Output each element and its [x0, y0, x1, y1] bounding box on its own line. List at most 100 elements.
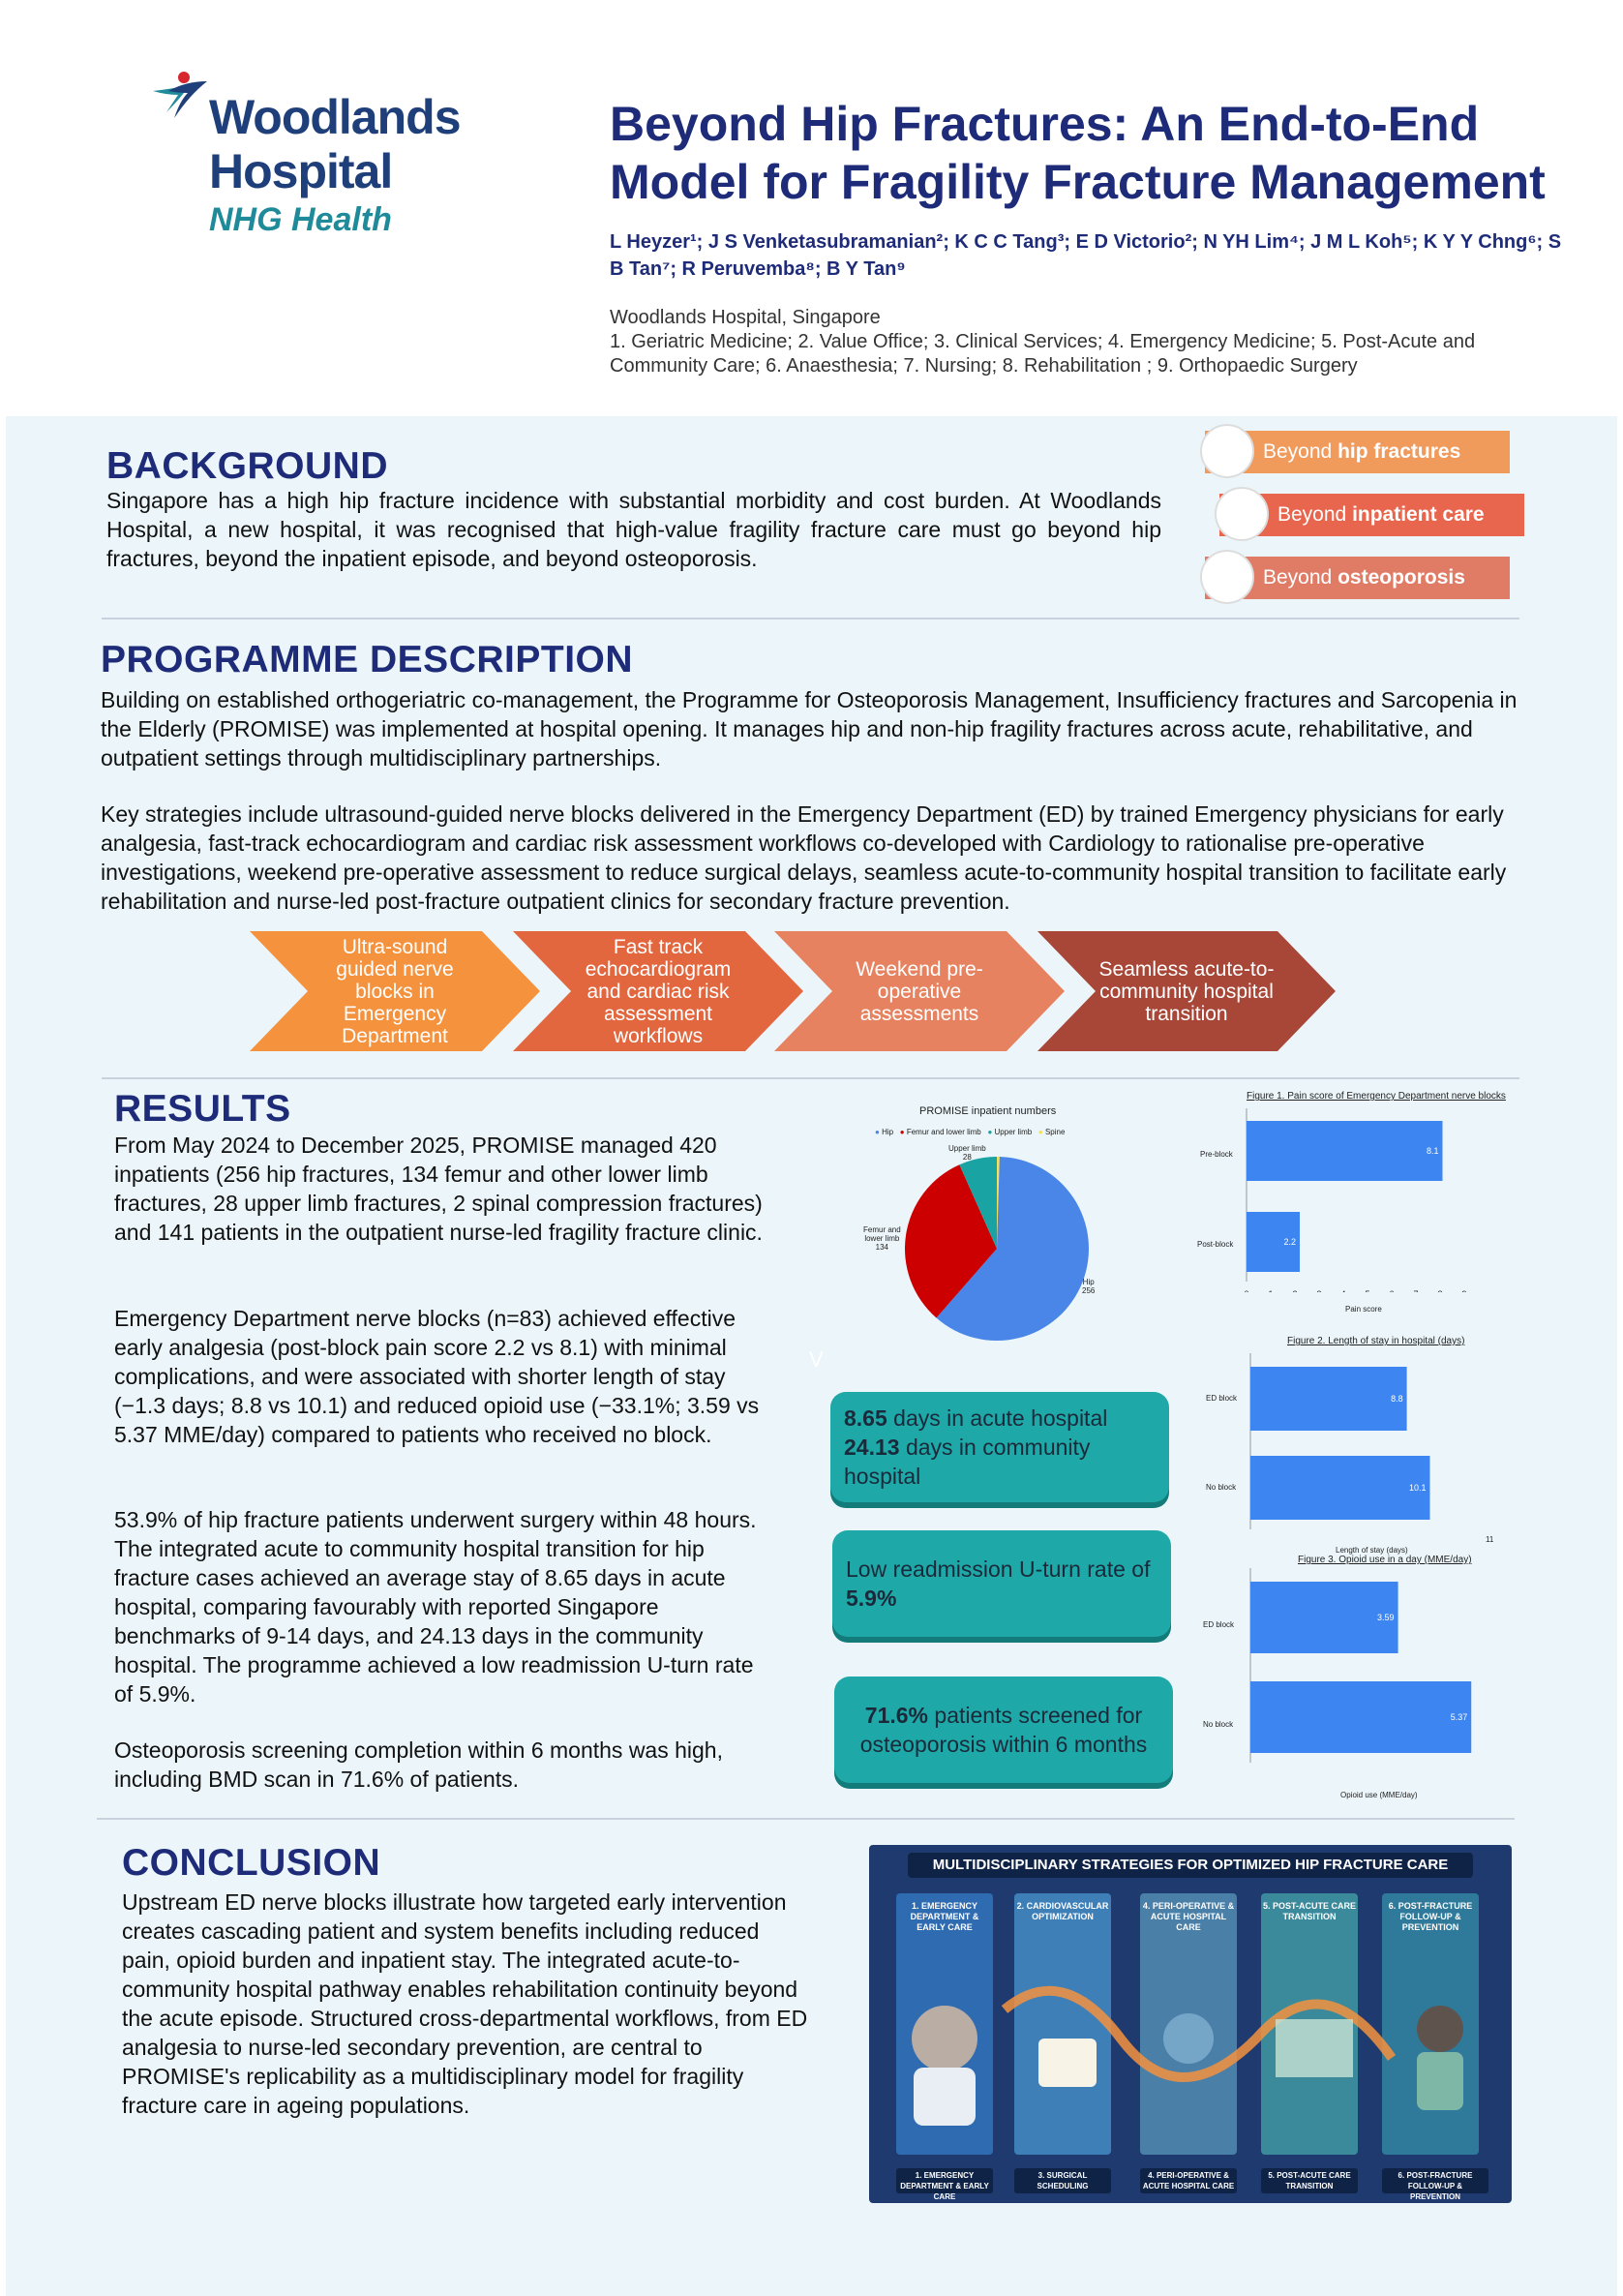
programme-text-2: Key strategies include ultrasound-guided… — [101, 801, 1507, 914]
bar-plot-los: 8.8 10.1 — [1249, 1353, 1430, 1529]
axis-label: Length of stay (days) — [1336, 1546, 1408, 1555]
chart-title: Figure 2. Length of stay in hospital (da… — [1287, 1336, 1465, 1346]
x-tick-label: 7 — [1413, 1289, 1418, 1292]
bar-plot-opioid: 3.595.370123456 — [1249, 1568, 1472, 1763]
x-tick-label: 0 — [1244, 1289, 1248, 1292]
pie-slice-hip — [936, 1157, 1089, 1341]
pie-plot — [905, 1157, 1089, 1341]
logo-line-3: NHG Health — [209, 201, 392, 238]
bar — [1250, 1367, 1407, 1431]
chevron-step-3 — [774, 931, 1065, 1051]
chevron-step-1-label: Ultra-sound guided nerve blocks in Emerg… — [336, 935, 454, 1047]
x-tick-label: 9 — [1461, 1289, 1466, 1292]
bar-category: ED block — [1206, 1394, 1238, 1403]
background-heading: BACKGROUND — [106, 445, 388, 487]
divider — [102, 618, 1519, 619]
beyond-bullet-icon — [1200, 424, 1254, 478]
bar-category: Post-block — [1197, 1240, 1234, 1249]
affiliations: Woodlands Hospital, Singapore 1. Geriatr… — [610, 306, 1578, 378]
bar-value-label: 2.2 — [1283, 1237, 1296, 1247]
multidisciplinary-infographic: MULTIDISCIPLINARY STRATEGIES FOR OPTIMIZ… — [869, 1845, 1512, 2203]
infographic-footer-item: 4. PERI-OPERATIVE & ACUTE HOSPITAL CARE — [1140, 2168, 1237, 2193]
pie-label-upper-limb: Upper limb 28 — [948, 1144, 986, 1162]
divider — [97, 1818, 1515, 1820]
axis-label: Opioid use (MME/day) — [1340, 1791, 1418, 1799]
results-text-2: Emergency Department nerve blocks (n=83)… — [114, 1306, 760, 1447]
bar — [1250, 1582, 1398, 1653]
beyond-item-inpatient: Beyond inpatient care — [1219, 494, 1524, 536]
bar — [1250, 1456, 1430, 1520]
pie-slice-femur-and-lower-limb — [905, 1164, 997, 1318]
pie-label-femur: Femur and lower limb 134 — [863, 1225, 901, 1252]
chevron-step-2-label: Fast track echocardiogram and cardiac ri… — [585, 935, 732, 1047]
beyond-item-osteoporosis: Beyond osteoporosis — [1205, 557, 1510, 599]
x-tick-label: 2 — [1292, 1289, 1297, 1292]
divider — [102, 1077, 1519, 1079]
poster-header: Woodlands Hospital NHG Health Beyond Hip… — [0, 0, 1623, 416]
chevron-step-4-label: Seamless acute-to-community hospital tra… — [1098, 957, 1275, 1025]
infographic-illustration — [912, 1985, 1463, 2126]
x-tick-label: 8 — [1437, 1289, 1442, 1292]
bar-value-label: 5.37 — [1451, 1712, 1468, 1722]
results-text-4: Osteoporosis screening completion within… — [114, 1737, 723, 1792]
pie-legend: ● Hip ● Femur and lower limb ● Upper lim… — [875, 1128, 1066, 1136]
institution: Woodlands Hospital, Singapore — [610, 307, 881, 328]
pie-slice-upper-limb — [959, 1157, 997, 1249]
axis-label: Pain score — [1345, 1305, 1382, 1314]
infographic-footer-item: 5. POST-ACUTE CARE TRANSITION — [1261, 2168, 1358, 2193]
stray-mark: V — [809, 1347, 824, 1372]
infographic-title: MULTIDISCIPLINARY STRATEGIES FOR OPTIMIZ… — [908, 1853, 1473, 1878]
infographic-column: 2. CARDIOVASCULAR OPTIMIZATION — [1014, 1893, 1111, 2155]
chart-title: Figure 3. Opioid use in a day (MME/day) — [1298, 1555, 1472, 1565]
tick-label: 11 — [1486, 1535, 1494, 1544]
beyond-bullet-icon — [1215, 487, 1269, 541]
pie-title: PROMISE inpatient numbers — [919, 1105, 1057, 1117]
chevron-step-4 — [1037, 931, 1336, 1051]
bar-category: No block — [1206, 1483, 1237, 1492]
bar-value-label: 10.1 — [1409, 1483, 1427, 1493]
bar-value-label: 8.1 — [1427, 1146, 1439, 1156]
bar — [1247, 1212, 1300, 1272]
chart-title: Figure 1. Pain score of Emergency Depart… — [1247, 1091, 1506, 1102]
infographic-footer-item: 6. POST-FRACTURE FOLLOW-UP & PREVENTION — [1382, 2168, 1488, 2201]
infographic-footer-item: 1. EMERGENCY DEPARTMENT & EARLY CARE — [896, 2168, 993, 2201]
beyond-bullet-icon — [1200, 550, 1254, 604]
x-tick-label: 6 — [1389, 1289, 1394, 1292]
beyond-item-hip: Beyond hip fractures — [1205, 431, 1510, 473]
bar-value-label: 8.8 — [1391, 1394, 1403, 1404]
infographic-column: 4. PERI-OPERATIVE & ACUTE HOSPITAL CARE — [1140, 1893, 1237, 2155]
x-tick-label: 5 — [1365, 1289, 1369, 1292]
x-tick-label: 4 — [1340, 1289, 1345, 1292]
bar-category: Pre-block — [1200, 1150, 1233, 1159]
kpi-readmission: Low readmission U-turn rate of 5.9% — [832, 1530, 1171, 1637]
conclusion-heading: CONCLUSION — [122, 1842, 381, 1884]
x-tick-label: 1 — [1268, 1289, 1273, 1292]
results-text-3: 53.9% of hip fracture patients underwent… — [114, 1507, 757, 1707]
pie-slice-spine — [997, 1157, 1000, 1249]
pie-label-hip: Hip 256 — [1082, 1278, 1096, 1295]
bar-category: No block — [1203, 1720, 1234, 1729]
bar-category: ED block — [1203, 1620, 1235, 1629]
logo-line-1: Woodlands — [209, 90, 462, 144]
author-list: L Heyzer¹; J S Venketasubramanian²; K C … — [610, 231, 1562, 280]
chevron-step-1 — [250, 931, 540, 1051]
programme-heading: PROGRAMME DESCRIPTION — [101, 639, 634, 680]
background-text: Singapore has a high hip fracture incide… — [106, 488, 1161, 571]
results-heading: RESULTS — [114, 1088, 291, 1130]
results-text-1: From May 2024 to December 2025, PROMISE … — [114, 1133, 763, 1245]
x-tick-label: 3 — [1316, 1289, 1321, 1292]
bar-plot-pain: 8.1 2.2 0 1 2 3 4 5 6 7 8 9 — [1244, 1108, 1467, 1292]
bar — [1247, 1121, 1443, 1181]
bar-value-label: 3.59 — [1377, 1613, 1395, 1622]
hospital-logo-icon — [153, 72, 207, 118]
infographic-footer-item: 3. SURGICAL SCHEDULING — [1014, 2168, 1111, 2193]
department-list: 1. Geriatric Medicine; 2. Value Office; … — [610, 331, 1476, 377]
chevron-step-2 — [513, 931, 803, 1051]
programme-text-1: Building on established orthogeriatric c… — [101, 687, 1518, 770]
logo-line-2: Hospital — [209, 144, 393, 198]
bar — [1250, 1681, 1472, 1753]
poster-title: Beyond Hip Fractures: An End-to-End Mode… — [610, 97, 1546, 209]
chevron-step-3-label: Weekend pre-operative assessments — [856, 957, 983, 1025]
kpi-osteoporosis-screening: 71.6% patients screened for osteoporosis… — [834, 1677, 1173, 1783]
